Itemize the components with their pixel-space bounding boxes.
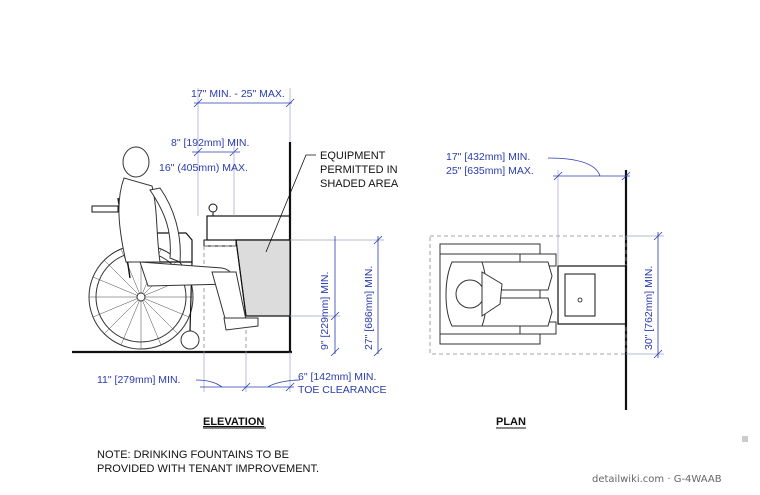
tick-i [241,382,251,392]
tick-c [193,147,203,157]
dim-27in: 27" [686mm] MIN. [363,266,375,350]
dim-spout-reach: 17" MIN. - 25" MAX. [191,88,285,100]
equipment-label-line1: EQUIPMENT [320,150,386,162]
plan-drain-icon [577,297,583,303]
spout-icon [208,203,218,213]
plan-dim-17in: 17" [432mm] MIN. [446,151,530,163]
leader-11in [195,379,223,388]
tick-g [373,235,383,245]
elevation-view: 17" MIN. - 25" MAX. 8" [192mm] MIN. 16" … [72,88,399,429]
tick-j [285,382,295,392]
plan-wheel-top [439,243,541,255]
leader-6in [267,379,301,388]
plan-arms [481,271,503,317]
tick-a [193,98,203,108]
dim-8in: 8" [192mm] MIN. [171,137,249,149]
plan-leader-top [547,157,601,177]
fountain-apron-edge [235,239,247,317]
watermark: detailwiki.com · G-4WAAB [592,474,722,485]
tick-k [553,171,563,181]
plan-view: 17" [432mm] MIN. 25" [635mm] MAX. 30" [7… [429,151,664,429]
fountain-bowl-lip [203,239,237,247]
equipment-label-line2: PERMITTED IN [320,164,398,176]
wheelchair-armrest [130,232,193,263]
equipment-leader-line [265,154,316,253]
elevation-title: ELEVATION [203,416,264,428]
tick-f [330,347,340,357]
person-arm [149,187,181,263]
plan-dim-30in: 30" [762mm] MIN. [643,266,655,350]
push-handle [91,205,119,213]
plan-wheel-bottom [439,333,541,345]
dim-9in: 9" [229mm] MIN. [319,272,331,350]
plan-dim-25in: 25" [635mm] MAX. [446,165,534,177]
equipment-label-line3: SHADED AREA [320,178,399,190]
plan-wheelchair-figure [439,243,557,345]
tick-e [330,311,340,321]
wheel-hub [136,292,146,302]
note-line1: NOTE: DRINKING FOUNTAINS TO BE [97,449,289,461]
wheelchair-user-figure [88,146,259,350]
plan-fountain-body [557,265,627,325]
plan-fountain-bowl [564,273,596,317]
tick-b [285,98,295,108]
dim-6in: 6" [142mm] MIN. [298,371,376,383]
dim-11in: 11" [279mm] MIN. [97,374,180,386]
wheelchair-caster [180,330,200,350]
fountain-top-box [206,215,291,241]
tick-h [373,347,383,357]
tick-m [653,231,663,241]
person-foot [223,317,259,331]
person-head [122,146,150,178]
dim-16in: 16" (405mm) MAX. [159,162,248,174]
tick-n [653,349,663,359]
toe-clearance-label: TOE CLEARANCE [298,384,387,396]
plan-head [455,279,485,309]
plan-title: PLAN [496,416,526,428]
corner-mark [742,436,748,442]
tick-l [621,171,631,181]
note-line2: PROVIDED WITH TENANT IMPROVEMENT. [97,463,319,475]
